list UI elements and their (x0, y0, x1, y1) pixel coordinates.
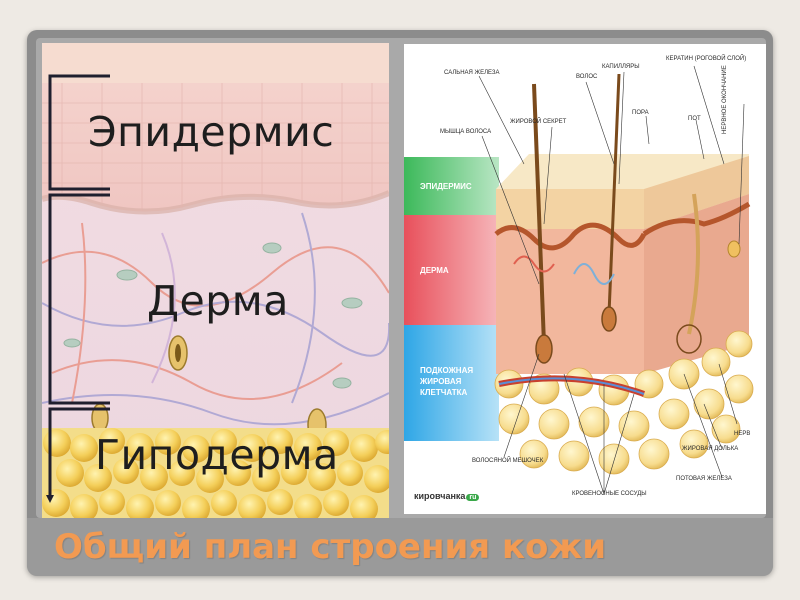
band-subcutaneous-fat: ПОДКОЖНАЯ ЖИРОВАЯ КЛЕТЧАТКА (420, 366, 474, 397)
layer-label-hypodermis: Гиподерма (95, 431, 339, 479)
callout-sebaceous-gland: САЛЬНАЯ ЖЕЛЕЗА (444, 70, 500, 76)
callout-blood-vessels: КРОВЕНОСНЫЕ СОСУДЫ (572, 491, 647, 497)
title-bar (27, 518, 773, 576)
skin-cross-section-diagram: ЭПИДЕРМИС ДЕРМА ПОДКОЖНАЯ ЖИРОВАЯ КЛЕТЧА… (404, 44, 766, 514)
layer-brackets (48, 74, 110, 498)
callout-sweat: ПОТ (688, 116, 701, 122)
callout-hair-muscle: МЫШЦА ВОЛОСА (440, 129, 492, 135)
band-dermis: ДЕРМА (420, 266, 449, 275)
layer-label-dermis: Дерма (147, 277, 289, 325)
skin-layers-illustration: Эпидермис Дерма Гиподерма (42, 43, 389, 519)
callout-fat-lobule: ЖИРОВАЯ ДОЛЬКА (682, 446, 739, 452)
callout-sweat-gland: ПОТОВАЯ ЖЕЛЕЗА (676, 476, 732, 482)
skin-cross-section-drawing (404, 65, 754, 495)
logo-text: кировчанка (414, 491, 466, 501)
callout-fat-secretion: ЖИРОВОЙ СЕКРЕТ (510, 119, 567, 125)
callout-nerve-ending: НЕРВНОЕ ОКОНЧАНИЕ (722, 65, 728, 134)
callout-nerve: НЕРВ (734, 431, 751, 437)
callout-hair-follicle: ВОЛОСЯНОЙ МЕШОЧЕК (472, 458, 544, 464)
slide-title: Общий план строения кожи (54, 527, 607, 567)
callout-keratin: КЕРАТИН (РОГОВОЙ СЛОЙ) (666, 56, 747, 62)
callout-capillaries: КАПИЛЛЯРЫ (602, 64, 640, 70)
callout-pore: ПОРА (632, 110, 649, 116)
arrow-down-icon (46, 495, 54, 503)
band-epidermis: ЭПИДЕРМИС (420, 182, 472, 191)
callout-hair: ВОЛОС (576, 74, 598, 80)
logo-badge: ru (466, 494, 480, 501)
skin-layers-drawing (42, 43, 389, 519)
layer-label-epidermis: Эпидермис (88, 108, 335, 156)
